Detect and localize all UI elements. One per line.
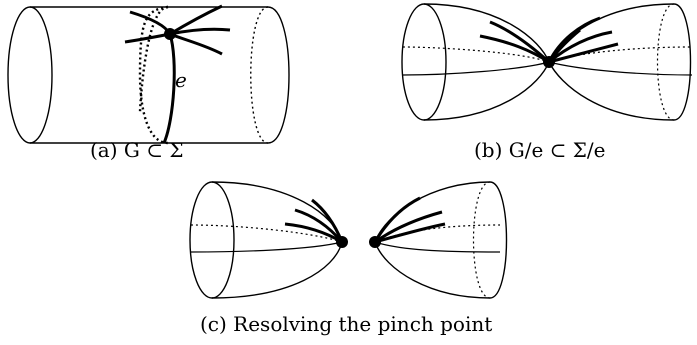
caption-c: (c) Resolving the pinch point (200, 312, 493, 336)
panel-c-vertex-right (369, 236, 381, 248)
panel-a-cylinder (7, 4, 290, 145)
panel-c-vertex-left (336, 236, 348, 248)
panel-b-pinched-surface (401, 3, 693, 121)
caption-b: (b) G/e ⊂ Σ/e (474, 138, 606, 162)
caption-a: (a) G ⊂ Σ (90, 138, 184, 162)
panel-b-vertex (543, 56, 555, 68)
edge-label: e (175, 68, 187, 92)
panel-a-vertex (164, 28, 176, 40)
panel-c-resolved-surface (189, 181, 508, 299)
